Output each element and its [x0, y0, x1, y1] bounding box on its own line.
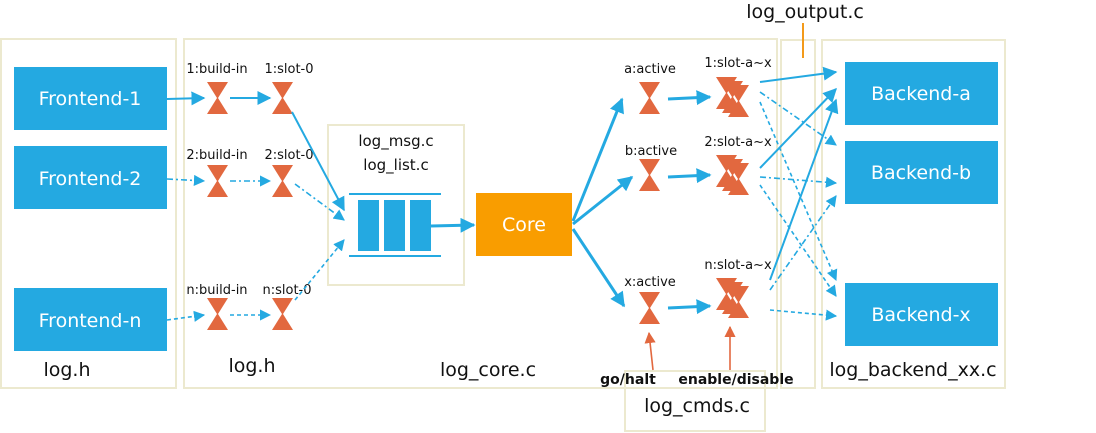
frontend-box-n [14, 288, 167, 351]
arrow-queue-core [430, 217, 476, 233]
arrow-f1-buildin [166, 91, 206, 106]
output-panel [780, 39, 816, 389]
core-label: Core [502, 214, 546, 236]
buildin-label-2: 2:build-in [186, 148, 247, 163]
multi-slot-valve-icon [716, 155, 749, 195]
log-backend-label: log_backend_xx.c [829, 359, 996, 381]
log-msg-label: log_msg.c [358, 132, 433, 151]
backend-box-b [845, 141, 998, 204]
arrow-slotn-queue [294, 239, 345, 301]
arrow-s2-backend-b [759, 176, 838, 188]
arrow-s1-backend-b [759, 91, 837, 146]
valve-icon [272, 165, 293, 197]
arrow-s2-backend-x [759, 184, 837, 297]
cmds-panel [624, 370, 766, 432]
arrow-x-slot [667, 299, 712, 315]
arrow-core-a [571, 97, 624, 222]
active-label-x: x:active [624, 275, 676, 290]
multi-slot-valve-icon [716, 278, 749, 318]
arrow-slot1-queue [291, 111, 345, 212]
arrow-sn-backend-b [769, 195, 837, 291]
valve-icon [272, 298, 293, 330]
go-halt-connector [644, 331, 656, 371]
buildin-label-n: n:build-in [186, 283, 247, 298]
valve-icon [639, 292, 660, 324]
arrow-core-b [572, 175, 634, 226]
valve-icon [207, 82, 228, 114]
log-h-mid-label: log.h [228, 355, 275, 377]
valve-icon [207, 298, 228, 330]
log-core-label: log_core.c [440, 359, 536, 381]
enable-disable-label: enable/disable [678, 372, 793, 388]
arrow-fn-buildin [166, 310, 206, 322]
backend-slot-label-n: n:slot-a~x [704, 258, 772, 273]
slot-label-2: 2:slot-0 [264, 148, 313, 163]
log-cmds-label: log_cmds.c [644, 395, 750, 417]
backend-box-x [845, 283, 998, 346]
backend-slot-label-1: 1:slot-a~x [704, 56, 772, 71]
arrow-a-slot [667, 90, 712, 106]
frontend-label-1: Frontend-1 [39, 88, 142, 110]
frontend-label-n: Frontend-n [39, 310, 142, 332]
backend-label-a: Backend-a [871, 83, 971, 105]
slot-label-1: 1:slot-0 [264, 62, 313, 77]
frontend-box-2 [14, 146, 167, 209]
active-label-a: a:active [624, 62, 676, 77]
valve-icon [639, 159, 660, 191]
backend-label-b: Backend-b [871, 162, 971, 184]
slot-label-n: n:slot-0 [262, 283, 311, 298]
arrow-slot2-queue [294, 183, 345, 221]
log-list-label: log_list.c [363, 156, 428, 175]
arrow-b-slot [667, 168, 712, 184]
valve-icon [272, 82, 293, 114]
arrow-s1-backend-x [759, 101, 838, 282]
backend-box-a [845, 62, 998, 125]
multi-slot-valve-icon [716, 77, 749, 117]
arrow-s2-backend-a [759, 87, 837, 169]
message-queue-icon [349, 193, 441, 257]
log-output-label: log_output.c [746, 1, 864, 23]
frontend-panel [0, 38, 177, 389]
backend-label-x: Backend-x [871, 304, 970, 326]
log-h-left-label: log.h [43, 359, 90, 381]
backend-panel [821, 39, 1006, 389]
core-panel [183, 38, 778, 389]
frontend-label-2: Frontend-2 [39, 168, 142, 190]
go-halt-label: go/halt [600, 372, 656, 388]
buildin-label-1: 1:build-in [186, 62, 247, 77]
arrow-sn-backend-x [769, 309, 838, 321]
valve-icon [639, 82, 660, 114]
frontend-box-1 [14, 67, 167, 130]
msg-list-panel [327, 124, 465, 286]
valve-icon [207, 165, 228, 197]
core-box [476, 193, 572, 256]
active-label-b: b:active [625, 144, 677, 159]
arrow-sn-backend-a [769, 98, 839, 281]
arrow-s1-backend-a [759, 66, 838, 83]
arrow-f2-buildin [166, 174, 206, 187]
backend-slot-label-2: 2:slot-a~x [704, 135, 772, 150]
arrow-core-x [571, 228, 626, 308]
